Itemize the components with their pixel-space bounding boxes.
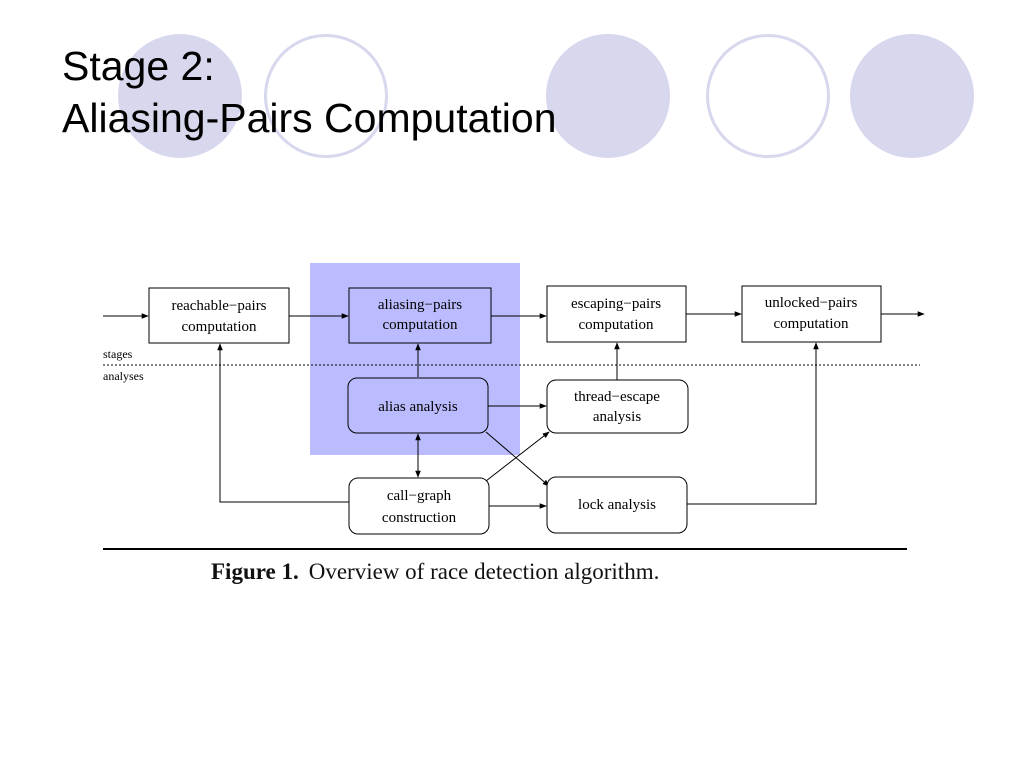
node-thread-escape-line1: thread−escape	[574, 389, 660, 405]
node-alias-analysis-label: alias analysis	[378, 399, 458, 415]
decor-circle-2	[546, 34, 670, 158]
node-reachable-line2: computation	[182, 319, 257, 335]
highlight-region	[310, 263, 520, 455]
title-line-2: Aliasing-Pairs Computation	[62, 95, 557, 141]
figure-caption-text: Overview of race detection algorithm.	[308, 559, 660, 584]
node-aliasing-line2: computation	[383, 317, 458, 333]
node-thread-escape-analysis: thread−escape analysis	[546, 379, 689, 434]
node-reachable-pairs: reachable−pairs computation	[148, 287, 290, 344]
node-unlocked-pairs: unlocked−pairs computation	[741, 285, 882, 343]
arrow-callgraph-to-reachable	[217, 343, 349, 503]
slide-title: Stage 2: Aliasing-Pairs Computation	[62, 40, 557, 144]
stages-label: stages	[103, 347, 133, 361]
node-lock-analysis-label: lock analysis	[578, 497, 656, 513]
decor-ring-1	[264, 34, 388, 158]
node-thread-escape-line2: analysis	[593, 409, 641, 425]
decor-circle-1	[118, 34, 242, 158]
decor-circle-3	[850, 34, 974, 158]
analyses-label: analyses	[103, 369, 144, 383]
node-call-graph-line2: construction	[382, 510, 457, 526]
arrow-alias-to-lock	[485, 431, 550, 487]
decor-ring-2	[706, 34, 830, 158]
node-alias-analysis: alias analysis	[347, 377, 489, 434]
node-escaping-pairs: escaping−pairs computation	[546, 285, 687, 343]
node-lock-analysis: lock analysis	[546, 476, 688, 534]
node-aliasing-line1: aliasing−pairs	[378, 297, 462, 313]
node-reachable-line1: reachable−pairs	[171, 298, 266, 314]
node-unlocked-line1: unlocked−pairs	[765, 295, 858, 311]
node-escaping-line2: computation	[579, 317, 654, 333]
node-call-graph-line1: call−graph	[387, 488, 452, 504]
figure-caption: Figure 1. Overview of race detection algo…	[211, 559, 659, 585]
arrow-lock-to-unlocked	[687, 342, 819, 505]
connectors	[103, 311, 925, 509]
arrow-callgraph-to-thread-escape	[485, 431, 550, 482]
node-escaping-line1: escaping−pairs	[571, 296, 661, 312]
figure-caption-label: Figure 1.	[211, 559, 299, 584]
node-aliasing-pairs: aliasing−pairs computation	[348, 287, 492, 344]
node-call-graph-construction: call−graph construction	[348, 477, 490, 535]
node-unlocked-line2: computation	[774, 316, 849, 332]
title-line-1: Stage 2:	[62, 43, 215, 89]
